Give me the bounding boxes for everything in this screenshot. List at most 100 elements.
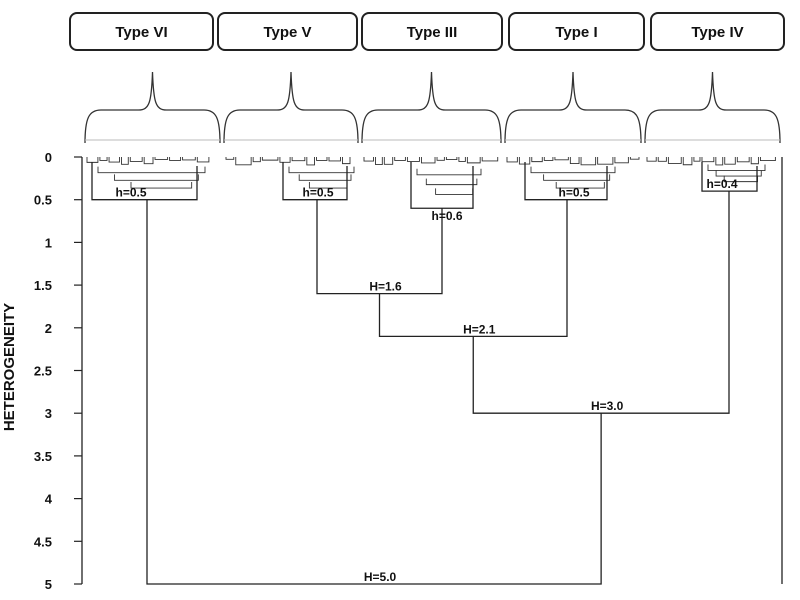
sub-branch xyxy=(130,182,193,189)
sub-branch xyxy=(416,168,482,176)
type-vi-brace xyxy=(84,71,221,144)
leaf-branch xyxy=(99,157,108,161)
leaf-branch xyxy=(363,157,374,162)
merge-1-label: H=1.6 xyxy=(369,280,402,294)
y-tick-label: 4.5 xyxy=(34,534,52,549)
leaf-branch xyxy=(291,157,306,162)
type-iv-height-label: h=0.4 xyxy=(706,177,737,191)
leaf-branch xyxy=(406,157,420,162)
leaf-branch xyxy=(667,157,682,164)
type-iv-brace xyxy=(644,71,781,144)
y-tick-label: 2.5 xyxy=(34,364,52,379)
y-tick-label: 1 xyxy=(45,235,52,250)
leaf-branch xyxy=(342,157,351,165)
y-tick-label: 0.5 xyxy=(34,193,52,208)
merge-2-link xyxy=(378,199,568,337)
merge-3-link xyxy=(472,191,730,414)
sub-branch xyxy=(530,166,616,174)
type-braces xyxy=(84,71,781,144)
type-iii-brace xyxy=(361,71,502,144)
leaf-branch xyxy=(143,157,154,165)
type-vi-height-label: h=0.5 xyxy=(115,186,146,200)
sub-branch xyxy=(707,164,766,171)
leaf-branch xyxy=(597,157,614,165)
leaf-branch xyxy=(169,157,182,161)
type-iv-label: Type IV xyxy=(691,24,743,41)
type-vi-label: Type VI xyxy=(115,24,167,41)
type-iv-box xyxy=(650,12,785,51)
type-v-box xyxy=(217,12,358,51)
leaf-branch xyxy=(614,157,629,164)
leaf-branch xyxy=(629,157,640,160)
leaf-branch xyxy=(750,157,759,165)
type-v-label: Type V xyxy=(263,24,311,41)
leaf-branch xyxy=(121,157,129,165)
leaf-branch xyxy=(261,157,279,161)
sub-branch xyxy=(555,182,605,189)
sub-branch xyxy=(298,174,352,181)
sub-branch xyxy=(288,166,355,174)
type-i-label: Type I xyxy=(555,24,597,41)
type-v-brace xyxy=(223,71,359,144)
leaf-branch xyxy=(759,157,776,162)
type-vi-join xyxy=(91,162,198,201)
leaf-branch xyxy=(182,157,196,161)
type-v-height-label: h=0.5 xyxy=(302,186,333,200)
leaf-branch xyxy=(682,157,693,166)
type-v-join xyxy=(282,162,348,201)
cluster-links xyxy=(91,162,758,585)
type-i-join xyxy=(524,162,608,201)
type-i-box xyxy=(508,12,645,51)
leaf-branch xyxy=(554,157,569,161)
y-tick-label: 3 xyxy=(45,406,52,421)
merge-2-label: H=2.1 xyxy=(463,322,496,336)
leaf-branch xyxy=(235,157,252,166)
y-axis: 00.511.522.533.544.55 xyxy=(34,150,783,592)
type-i-height-label: h=0.5 xyxy=(558,186,589,200)
leaf-branches xyxy=(86,157,776,195)
leaf-branch xyxy=(383,157,394,165)
leaf-branch xyxy=(306,157,315,166)
sub-branch xyxy=(543,174,611,181)
leaf-branch xyxy=(693,157,701,162)
leaf-branch xyxy=(736,157,750,163)
leaf-branch xyxy=(466,157,481,164)
sub-branch xyxy=(435,188,474,195)
merge-4-label: H=5.0 xyxy=(364,570,397,584)
type-iii-height-label: h=0.6 xyxy=(431,209,462,223)
sub-branch xyxy=(97,166,206,174)
leaf-branch xyxy=(445,157,458,160)
sub-branch xyxy=(114,174,199,181)
leaf-branch xyxy=(715,157,724,166)
leaf-branch xyxy=(108,157,120,163)
leaf-branch xyxy=(506,157,518,163)
leaf-branch xyxy=(225,157,235,160)
y-tick-label: 4 xyxy=(45,492,53,507)
leaf-branch xyxy=(86,157,99,163)
y-tick-label: 5 xyxy=(45,577,52,592)
leaf-branch xyxy=(724,157,736,165)
type-iii-join xyxy=(410,162,474,209)
leaf-branch xyxy=(657,157,667,162)
leaf-branch xyxy=(543,157,554,161)
leaf-branch xyxy=(394,157,406,161)
leaf-branch xyxy=(580,157,597,166)
leaf-branch xyxy=(196,157,210,163)
leaf-branch xyxy=(436,157,445,161)
type-iii-box xyxy=(361,12,503,51)
leaf-branch xyxy=(646,157,657,162)
leaf-branch xyxy=(129,157,143,162)
merge-4-link xyxy=(146,199,602,585)
sub-branch xyxy=(425,178,478,186)
leaf-branch xyxy=(458,157,466,162)
leaf-branch xyxy=(420,157,436,164)
sub-branch xyxy=(715,170,762,177)
leaf-branch xyxy=(569,157,580,165)
leaf-branch xyxy=(328,157,341,162)
leaf-branch xyxy=(316,157,328,161)
type-i-brace xyxy=(504,71,642,144)
leaf-branch xyxy=(375,157,383,166)
